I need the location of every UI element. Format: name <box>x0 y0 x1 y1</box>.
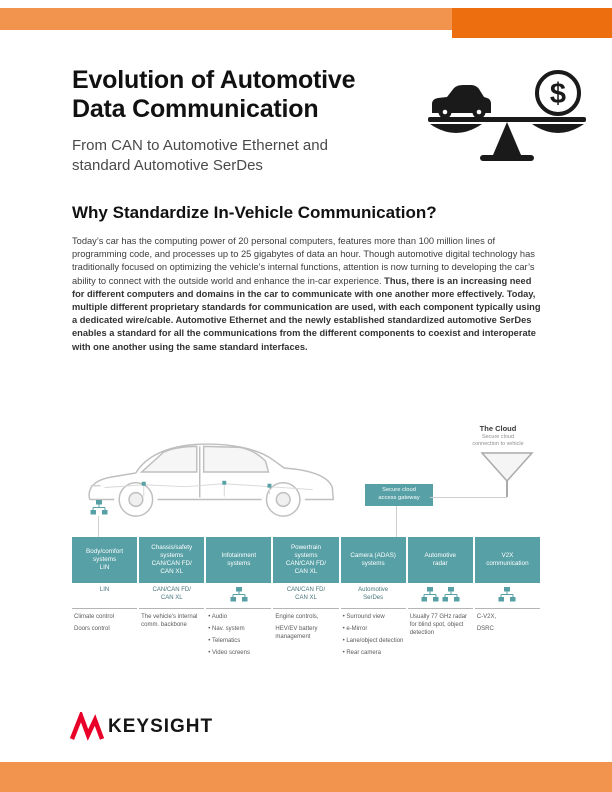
column-protocol <box>206 583 272 609</box>
table-column-chassis-safety: Chassis/safety systems CAN/CAN FD/ CAN X… <box>139 537 205 661</box>
column-items: • Surround view • e-Mirror • Lane/object d… <box>341 609 406 661</box>
connector-line <box>98 516 99 537</box>
cloud-note: Secure cloud connection to vehicle <box>472 434 524 448</box>
column-items: • Audio • Nav. system • Telematics • Video … <box>206 609 271 661</box>
column-header: Chassis/safety systems CAN/CAN FD/ CAN X… <box>139 537 205 583</box>
network-node-icon <box>229 587 248 602</box>
column-header: Camera (ADAS) systems <box>340 537 406 583</box>
wiring-harness-lines <box>104 483 313 497</box>
list-item: C-V2X, <box>476 614 497 620</box>
cloud-label: The Cloud <box>479 424 517 433</box>
document-title: Evolution of Automotive Data Communicati… <box>72 66 356 123</box>
bottom-orange-bar <box>0 762 612 792</box>
car-icon <box>432 85 491 119</box>
column-items: C-V2X, DSRC <box>475 609 540 637</box>
list-item: HEV/EV battery management <box>275 626 318 641</box>
keysight-logo: KEYSIGHT <box>70 712 213 742</box>
balance-scale-icon <box>428 117 586 161</box>
ecu-node-dots <box>141 480 272 488</box>
table-column-radar: Automotive radar Usually 77 GHz radar fo… <box>407 537 473 661</box>
protocol-label: Automotive SerDes <box>358 587 389 601</box>
list-item: • Nav. system <box>208 626 245 633</box>
list-item: • Audio <box>208 614 228 620</box>
column-header: Infotainment systems <box>206 537 272 583</box>
connector-line <box>430 497 507 498</box>
table-column-powertrain: Powertrain systems CAN/CAN FD/ CAN XL CA… <box>273 537 339 661</box>
list-item: Usually 77 GHz radar for blind spot, obj… <box>409 614 468 637</box>
protocol-label: LIN <box>99 587 110 593</box>
list-item: DSRC <box>476 626 494 633</box>
cloud-callout: The Cloud Secure cloud connection to veh… <box>453 424 543 449</box>
top-orange-accent-block <box>452 8 612 38</box>
column-header: V2X communication <box>474 537 540 583</box>
list-item: The vehicle’s internal comm. backbone <box>141 614 198 629</box>
car-line-art <box>88 443 335 517</box>
list-item: • Rear camera <box>342 650 382 657</box>
list-item: Climate control <box>74 614 115 620</box>
top-orange-bar <box>0 8 452 30</box>
protocol-label: CAN/CAN FD/ CAN XL <box>286 587 326 601</box>
column-items: The vehicle’s internal comm. backbone <box>139 609 204 633</box>
body-text-emphasis: Thus, there is an increasing need for di… <box>72 275 541 352</box>
network-node-icon <box>441 587 460 602</box>
table-column-body-comfort: Body/comfort systems LIN LIN Climate con… <box>72 537 138 661</box>
table-column-infotainment: Infotainment systems • Audio • Nav. syste… <box>206 537 272 661</box>
network-node-icon <box>420 587 439 602</box>
table-column-v2x: V2X communication C-V2X, DSRC <box>474 537 540 661</box>
body-text: Today’s car has the computing power of 2… <box>72 236 535 286</box>
column-items: Usually 77 GHz radar for blind spot, obj… <box>408 609 473 641</box>
column-protocol: CAN/CAN FD/ CAN XL <box>139 583 205 609</box>
secure-gateway-box: Secure cloud access gateway <box>365 484 433 506</box>
document-subtitle: From CAN to Automotive Ethernet and stan… <box>72 137 328 175</box>
keysight-spark-icon <box>70 712 104 741</box>
network-node-icon <box>498 587 517 602</box>
table-column-camera-adas: Camera (ADAS) systems Automotive SerDes … <box>340 537 406 661</box>
dollar-coin-icon: $ <box>535 70 581 116</box>
list-item: Engine controls, <box>275 614 319 620</box>
list-item: • e-Mirror <box>342 626 368 633</box>
list-item: • Surround view <box>342 614 385 620</box>
column-items: Engine controls, HEV/EV battery managemen… <box>273 609 338 645</box>
list-item: Doors control <box>74 626 110 633</box>
column-header: Automotive radar <box>407 537 473 583</box>
cloud-funnel-icon <box>480 452 534 497</box>
column-protocol: LIN <box>72 583 138 609</box>
keysight-logo-text: KEYSIGHT <box>108 716 214 737</box>
body-paragraph: Today’s car has the computing power of 2… <box>72 235 542 354</box>
car-money-balance-illustration: $ <box>422 60 592 170</box>
vehicle-networks-table: Body/comfort systems LIN LIN Climate con… <box>72 537 540 661</box>
connector-line <box>396 506 397 537</box>
list-item: • Telematics <box>208 638 241 645</box>
column-header: Body/comfort systems LIN <box>72 537 138 583</box>
column-protocol <box>407 583 473 609</box>
column-protocol: Automotive SerDes <box>340 583 406 609</box>
column-protocol: CAN/CAN FD/ CAN XL <box>273 583 339 609</box>
network-node-icon <box>90 500 108 515</box>
column-protocol <box>474 583 540 609</box>
section-heading: Why Standardize In-Vehicle Communication… <box>72 203 437 222</box>
list-item: • Video screens <box>208 650 250 657</box>
dollar-sign: $ <box>550 78 566 110</box>
list-item: • Lane/object detection <box>342 638 404 645</box>
column-header: Powertrain systems CAN/CAN FD/ CAN XL <box>273 537 339 583</box>
protocol-label: CAN/CAN FD/ CAN XL <box>152 587 191 601</box>
